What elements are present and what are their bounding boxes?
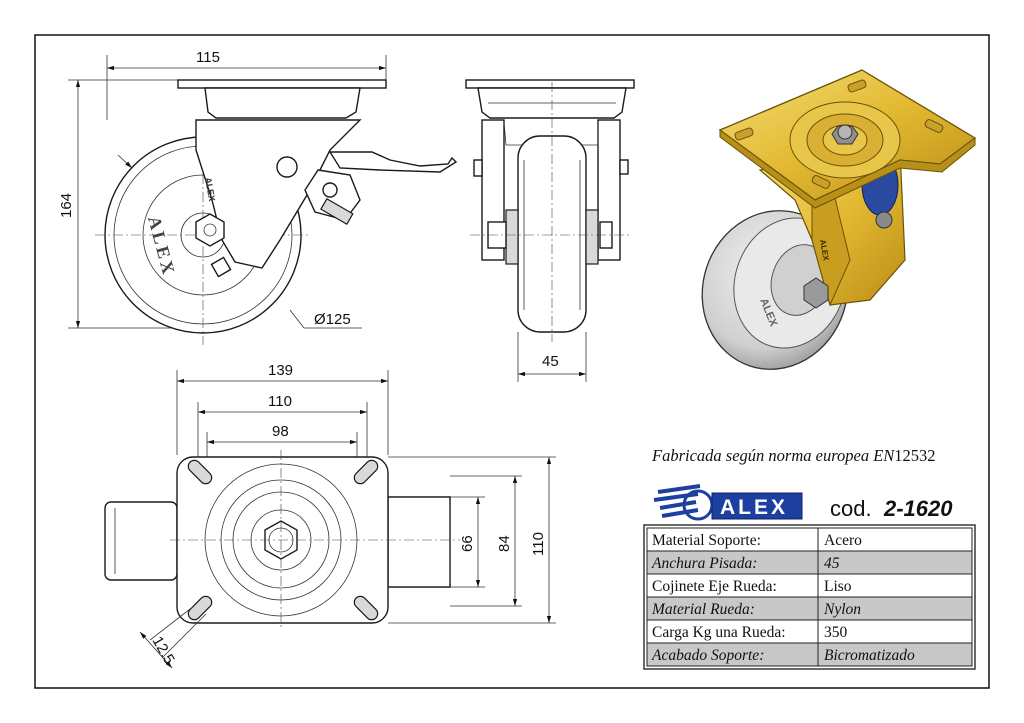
dim-hole-spacing-long: 110 [268,393,292,410]
dim-side-width: 115 [196,49,220,66]
side-fork [195,119,362,269]
top-brake-pedal [104,501,178,581]
top-view: 139 110 98 66 [104,362,556,669]
side-brake-lever [328,151,458,173]
side-top-plate [177,79,387,89]
dim-inner-84: 84 [496,535,513,552]
spec-row [646,642,973,667]
dim-hole-spacing-short: 98 [272,423,289,440]
side-fork-mark: ALEX [203,177,217,202]
spec-value: 45 [824,555,840,572]
spec-label: Anchura Pisada: [651,555,757,572]
spec-label: Material Rueda: [651,601,755,618]
logo-text: ALEX [720,496,788,519]
iso-fork-mark: ALEX [818,239,831,262]
spec-value: Nylon [823,601,861,618]
dim-plate-length: 139 [268,362,293,379]
side-view: 115 164 ALEX ALEX Ø125 [58,49,458,345]
dim-side-height: 164 [58,193,75,218]
dim-wheel-diameter: Ø125 [314,311,351,328]
spec-label: Cojinete Eje Rueda: [652,578,777,595]
dim-hole-diameter: 12.5 [149,634,178,668]
spec-value: Bicromatizado [824,647,915,664]
spec-value: 350 [824,624,848,641]
front-view: 45 [465,79,635,382]
spec-label: Carga Kg una Rueda: [652,624,786,641]
standard-note: Fabricada según norma europea EN12532 [651,446,936,465]
alex-logo: ALEX [653,484,803,521]
spec-label: Acabado Soporte: [651,647,764,664]
side-turntable [204,87,361,119]
dim-tread-width: 45 [542,353,559,370]
spec-value: Acero [824,532,862,549]
dim-plate-width: 110 [530,532,547,556]
sheet-border [34,34,990,689]
cod-label: cod. [830,496,872,521]
front-top-plate [465,79,635,89]
isometric-view: ALEX ALEX [701,69,977,370]
dim-inner-66: 66 [459,535,476,552]
spec-label: Material Soporte: [652,532,761,549]
cod-value: 2-1620 [883,496,953,521]
spec-value: Liso [824,578,852,595]
